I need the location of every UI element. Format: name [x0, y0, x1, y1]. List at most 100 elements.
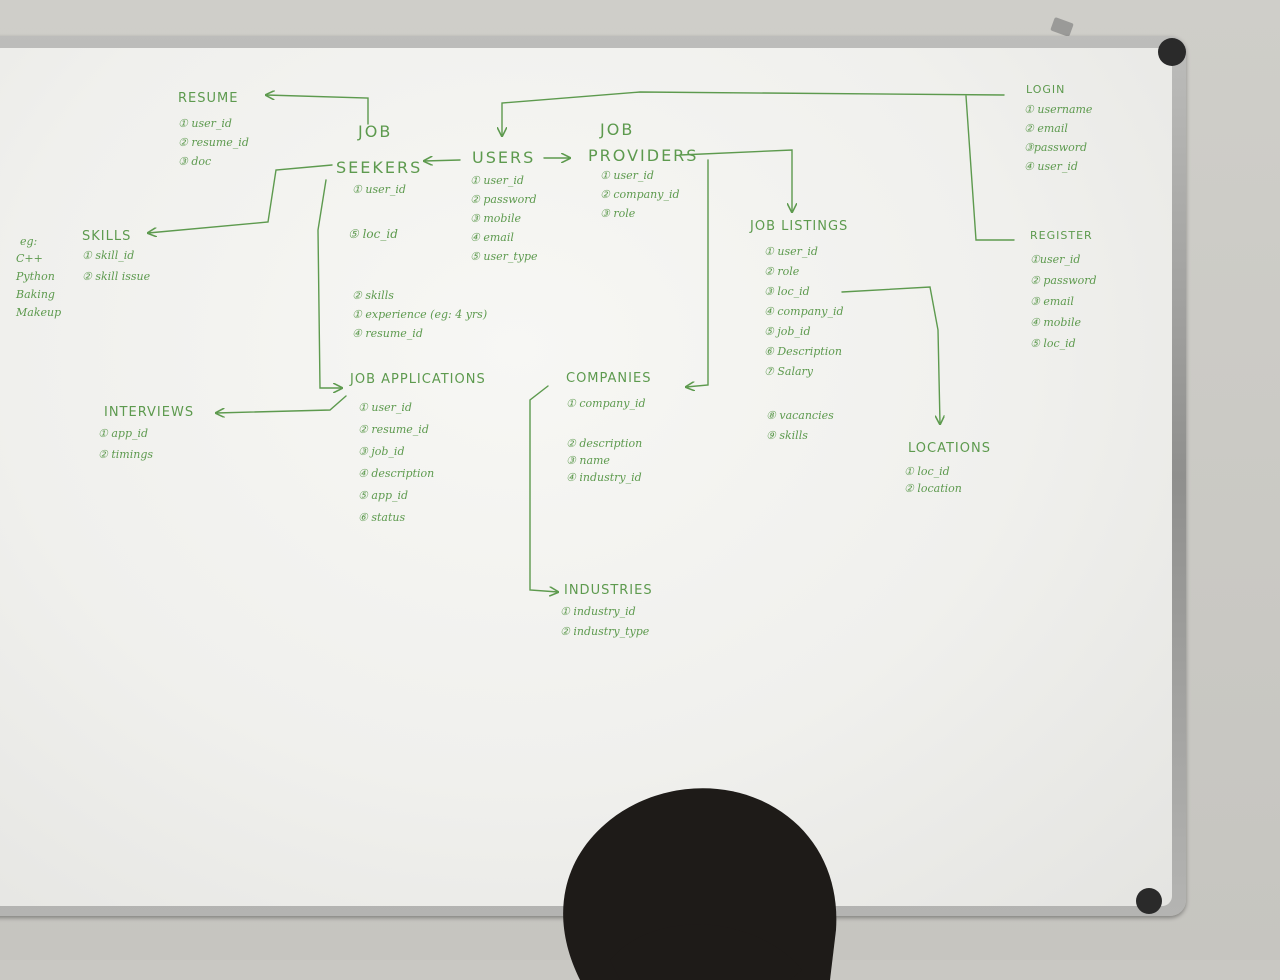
- entity-fields-locations: ① loc_id ② location: [904, 466, 962, 502]
- field: ④ resume_id: [352, 327, 423, 340]
- field: ② resume_id: [178, 136, 249, 149]
- entity-title-locations: LOCATIONS: [908, 441, 991, 456]
- entity-title-jobproviders-line1: JOB: [600, 120, 635, 139]
- field: ⑤ loc_id: [348, 227, 398, 241]
- field: ② skills: [352, 289, 394, 302]
- field: ⑤ app_id: [358, 489, 409, 502]
- entity-title-register: REGISTER: [1030, 229, 1093, 242]
- arrow-login-to-users: [502, 91, 1005, 136]
- entity-title-companies: COMPANIES: [566, 371, 652, 386]
- field: ④ email: [470, 231, 514, 244]
- field: ② company_id: [600, 188, 680, 201]
- entity-fields-resume: ① user_id ② resume_id ③ doc: [178, 118, 249, 175]
- field: ⑧ vacancies: [766, 409, 834, 422]
- field: ③ loc_id: [764, 285, 810, 298]
- field: ② role: [764, 265, 800, 278]
- entity-fields-skills: ① skill_id ② skill issue: [82, 250, 150, 290]
- field: ④ user_id: [1024, 160, 1078, 173]
- field: ①user_id: [1030, 253, 1081, 266]
- person-head-silhouette: [563, 788, 837, 980]
- field: ③ name: [566, 454, 610, 467]
- example-item: Python: [16, 270, 55, 283]
- entity-title-interviews: INTERVIEWS: [104, 405, 195, 420]
- frame-corner-cap: [1136, 888, 1162, 914]
- field: ② industry_type: [560, 625, 650, 638]
- entity-fields-industries: ① industry_id ② industry_type: [560, 606, 649, 645]
- field: ① username: [1024, 103, 1093, 116]
- field: ② resume_id: [358, 423, 429, 436]
- field: ③ job_id: [358, 445, 405, 458]
- field: ① user_id: [178, 117, 232, 130]
- field: ④ company_id: [764, 305, 844, 318]
- field: ② description: [566, 437, 643, 450]
- entity-title-jobproviders-line2: PROVIDERS: [588, 146, 699, 165]
- field: ③ email: [1030, 295, 1074, 308]
- entity-title-users: USERS: [472, 148, 536, 167]
- field: ① user_id: [358, 401, 412, 414]
- field: ④ industry_id: [566, 471, 642, 484]
- field: ④ description: [358, 467, 435, 480]
- field: ① experience (eg: 4 yrs): [352, 308, 488, 321]
- field: ② password: [1030, 274, 1097, 287]
- field: ① industry_id: [560, 605, 636, 618]
- entity-title-jobseekers-line1: JOB: [358, 122, 393, 141]
- field: ③ role: [600, 207, 636, 220]
- entity-fields-login: ① username ② email ③password ④ user_id: [1024, 104, 1092, 180]
- entity-fields-companies: ② description ③ name ④ industry_id: [566, 438, 642, 491]
- arrow-jobseekers-to-skills: [148, 164, 333, 233]
- entity-fields-jobproviders: ① user_id ② company_id ③ role: [600, 170, 680, 227]
- field: ① skill_id: [82, 249, 135, 262]
- entity-fields-joblistings: ① user_id ② role ③ loc_id ④ company_id ⑤…: [764, 246, 844, 386]
- entity-fields-users: ① user_id ② password ③ mobile ④ email ⑤ …: [470, 175, 538, 270]
- line-login-to-register: [965, 95, 1015, 241]
- field: ③password: [1024, 141, 1088, 154]
- field: ① loc_id: [904, 465, 950, 478]
- entity-title-industries: INDUSTRIES: [564, 583, 653, 598]
- field: ① user_id: [470, 174, 524, 187]
- arrow-providers-to-companies: [686, 159, 709, 387]
- arrow-jobseekers-to-applications: [317, 179, 342, 388]
- entity-fields-jobapplications: ① user_id ② resume_id ③ job_id ④ descrip…: [358, 402, 434, 531]
- examples-label: eg:: [20, 235, 38, 248]
- field: ① user_id: [764, 245, 818, 258]
- whiteboard-surface: [0, 48, 1172, 906]
- entity-title-login: LOGIN: [1026, 83, 1066, 96]
- field: ② email: [1024, 122, 1068, 135]
- arrow-jobseekers-to-resume: [266, 95, 369, 125]
- field: ① app_id: [98, 427, 149, 440]
- field: ② password: [470, 193, 537, 206]
- field: ① user_id: [600, 169, 654, 182]
- field: ⑥ Description: [764, 345, 842, 358]
- example-item: Baking: [16, 288, 55, 301]
- entity-title-skills: SKILLS: [82, 229, 132, 244]
- field: ③ doc: [178, 155, 212, 168]
- arrow-applications-to-interviews: [216, 395, 347, 413]
- arrow-users-to-jobseekers: [424, 160, 461, 161]
- arrow-companies-to-industries: [529, 385, 558, 592]
- field: ② skill issue: [82, 270, 151, 283]
- entity-fields-jobseekers: ② skills ① experience (eg: 4 yrs) ④ resu…: [352, 290, 487, 347]
- field: ③ mobile: [470, 212, 521, 225]
- frame-corner-cap: [1158, 38, 1186, 66]
- entity-title-resume: RESUME: [178, 91, 239, 106]
- field: ⑥ status: [358, 511, 406, 524]
- arrow-providers-to-listings: [679, 149, 792, 212]
- example-item: C++: [16, 252, 43, 265]
- field: ⑦ Salary: [764, 365, 814, 378]
- field: ⑤ user_type: [470, 250, 538, 263]
- field: ① user_id: [352, 183, 406, 196]
- entity-fields-joblistings-extra: ⑧ vacancies ⑨ skills: [766, 410, 834, 449]
- field: ④ mobile: [1030, 316, 1081, 329]
- examples-list: C++ Python Baking Makeup: [16, 253, 61, 325]
- entity-title-jobseekers-line2: SEEKERS: [336, 158, 423, 177]
- field: ⑤ job_id: [764, 325, 811, 338]
- field: ② location: [904, 482, 962, 495]
- entity-fields-interviews: ① app_id ② timings: [98, 428, 153, 468]
- entity-title-joblistings: JOB LISTINGS: [750, 219, 849, 234]
- connector-lines: [0, 0, 1015, 960]
- arrow-listings-to-locations: [841, 286, 940, 424]
- field: ① company_id: [566, 397, 646, 410]
- entity-title-jobapplications: JOB APPLICATIONS: [350, 372, 486, 387]
- entity-fields-register: ①user_id ② password ③ email ④ mobile ⑤ l…: [1030, 254, 1097, 359]
- field: ⑨ skills: [766, 429, 808, 442]
